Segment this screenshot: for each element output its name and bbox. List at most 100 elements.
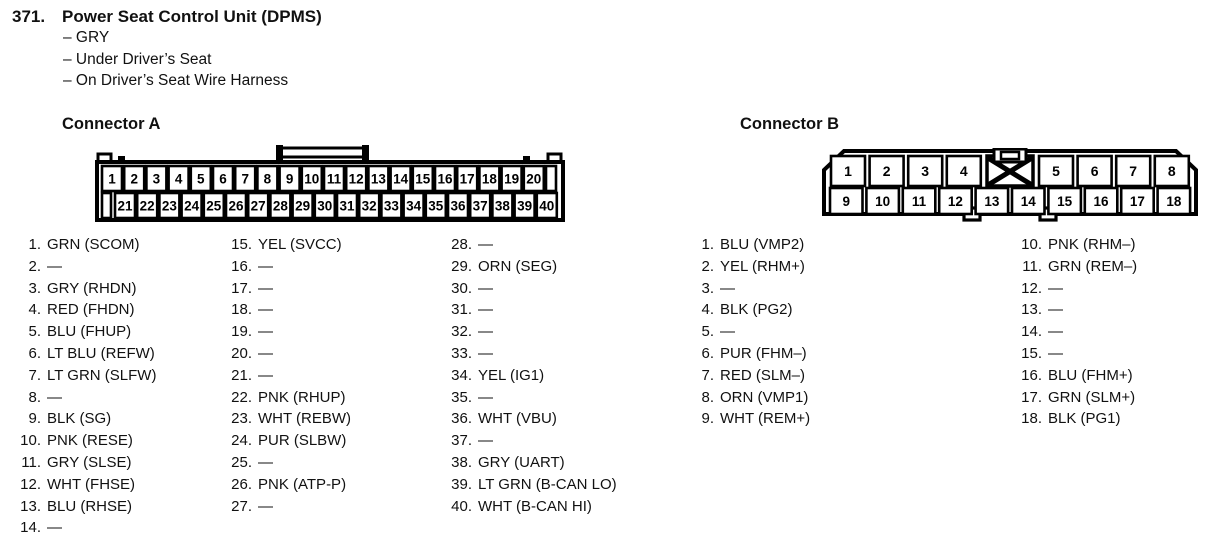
pin-cell-number: 2 (883, 163, 891, 179)
pin-number: 38. (451, 453, 472, 471)
pin-label: GRY (RHDN) (47, 279, 137, 297)
pin-cell-number: 9 (842, 194, 850, 209)
pin-row: 23.WHT (REBW) (226, 410, 351, 432)
pin-cell (446, 191, 470, 220)
pin-cell-number: 31 (339, 199, 355, 214)
pin-cell (1076, 154, 1113, 188)
pin-number: 18. (231, 301, 252, 319)
pin-cell-number: 1 (844, 163, 852, 179)
pin-number: 9. (28, 410, 41, 428)
pin-cell (402, 191, 425, 220)
latch-post (362, 145, 369, 164)
pin-label: — (258, 366, 273, 384)
pin-cell-number: 16 (437, 172, 453, 187)
pin-cell (357, 191, 381, 220)
pin-cell (256, 164, 279, 193)
pin-cell (868, 154, 905, 188)
pin-cell (828, 186, 864, 216)
pin-cell (278, 164, 301, 193)
pin-row: 4.RED (FHDN) (15, 301, 156, 323)
pin-label: WHT (REBW) (258, 410, 352, 428)
pin-label: — (478, 432, 493, 450)
pin-row: 5.BLU (FHUP) (15, 323, 156, 345)
pin-number: 14. (20, 519, 41, 537)
pin-number: 2. (28, 257, 41, 275)
pin-label: YEL (SVCC) (258, 236, 342, 253)
pin-row: 12.— (1016, 280, 1137, 302)
pin-cell-number: 18 (1166, 194, 1182, 209)
pin-number: 9. (701, 410, 714, 428)
pin-cell (269, 191, 292, 220)
pin-number: 1. (701, 236, 714, 253)
blank-slot (100, 191, 113, 220)
pin-row: 28.— (446, 236, 617, 258)
pin-label: BLU (RHSE) (47, 497, 133, 515)
pin-label: — (478, 344, 493, 362)
pin-label: — (47, 519, 62, 537)
connector-b-pin-list-col1: 1.BLU (VMP2)2.YEL (RHM+)3.—4.BLK (PG2)5.… (688, 236, 810, 432)
pin-row: 2. YEL (RHM+) (688, 258, 810, 280)
pin-cell (135, 191, 159, 220)
latch-clip-inner (999, 150, 1021, 161)
pin-cell-number: 6 (219, 172, 227, 187)
pin-label: — (478, 236, 493, 253)
pin-label: LT GRN (B-CAN LO) (478, 475, 617, 493)
pin-cell (158, 191, 181, 220)
pin-row: 3.— (688, 280, 810, 302)
index-bump (118, 156, 125, 163)
pin-number: 35. (451, 388, 472, 406)
pin-cell (906, 154, 944, 188)
pin-cell (322, 164, 346, 193)
pin-label: — (478, 388, 493, 406)
pin-label: — (478, 279, 493, 297)
pin-label: — (1048, 323, 1063, 341)
pin-cell (1156, 186, 1192, 216)
component-details: – GRY – Under Driver’s Seat – On Driver’… (63, 27, 288, 92)
pin-row: 17.— (226, 280, 351, 302)
pin-label: — (258, 344, 273, 362)
latch-bar (278, 146, 368, 159)
pin-row: 18.BLK (PG1) (1016, 410, 1137, 432)
pin-label: GRN (SLM+) (1048, 388, 1136, 406)
pin-cell (865, 186, 901, 216)
pin-label: WHT (B-CAN HI) (478, 497, 592, 515)
pin-row: 15.YEL (SVCC) (226, 236, 351, 258)
pin-cell-number: 7 (241, 172, 249, 187)
pin-row: 2.— (15, 258, 156, 280)
pin-number: 29. (451, 257, 472, 275)
pin-number: 12. (20, 475, 41, 493)
pin-number: 20. (231, 344, 252, 362)
pin-number: 24. (231, 432, 252, 450)
pin-cell-number: 23 (162, 199, 178, 214)
pin-cell (500, 164, 523, 193)
pin-cell-number: 6 (1091, 163, 1099, 179)
pin-cell (901, 186, 937, 216)
pin-cell (535, 191, 559, 220)
pin-label: PUR (FHM–) (720, 344, 807, 362)
pin-number: 6. (701, 344, 714, 362)
pin-row: 24.PUR (SLBW) (226, 432, 351, 454)
pin-cell-number: 3 (153, 172, 161, 187)
pin-number: 6. (28, 344, 41, 362)
pin-cell-number: 1 (108, 172, 116, 187)
pin-cell-number: 21 (117, 199, 133, 214)
pin-label: YEL (RHM+) (720, 257, 805, 275)
pin-row: 27.— (226, 498, 351, 520)
pin-row: 37.— (446, 432, 617, 454)
pin-number: 8. (701, 388, 714, 406)
pin-number: 2. (701, 257, 714, 275)
pin-cell-number: 17 (1130, 194, 1145, 209)
pin-cell (945, 154, 983, 188)
pin-cell-number: 24 (184, 199, 200, 214)
pin-row: 25.— (226, 454, 351, 476)
pin-label: — (1048, 301, 1063, 319)
pin-label: — (258, 323, 273, 341)
pin-row: 9.WHT (REM+) (688, 410, 810, 432)
pin-number: 7. (28, 366, 41, 384)
pin-label: — (720, 323, 735, 341)
pin-cell-number: 10 (875, 194, 890, 209)
pin-number: 27. (231, 497, 252, 515)
pin-row: 1.BLU (VMP2) (688, 236, 810, 258)
pin-label: GRY (SLSE) (47, 453, 132, 471)
